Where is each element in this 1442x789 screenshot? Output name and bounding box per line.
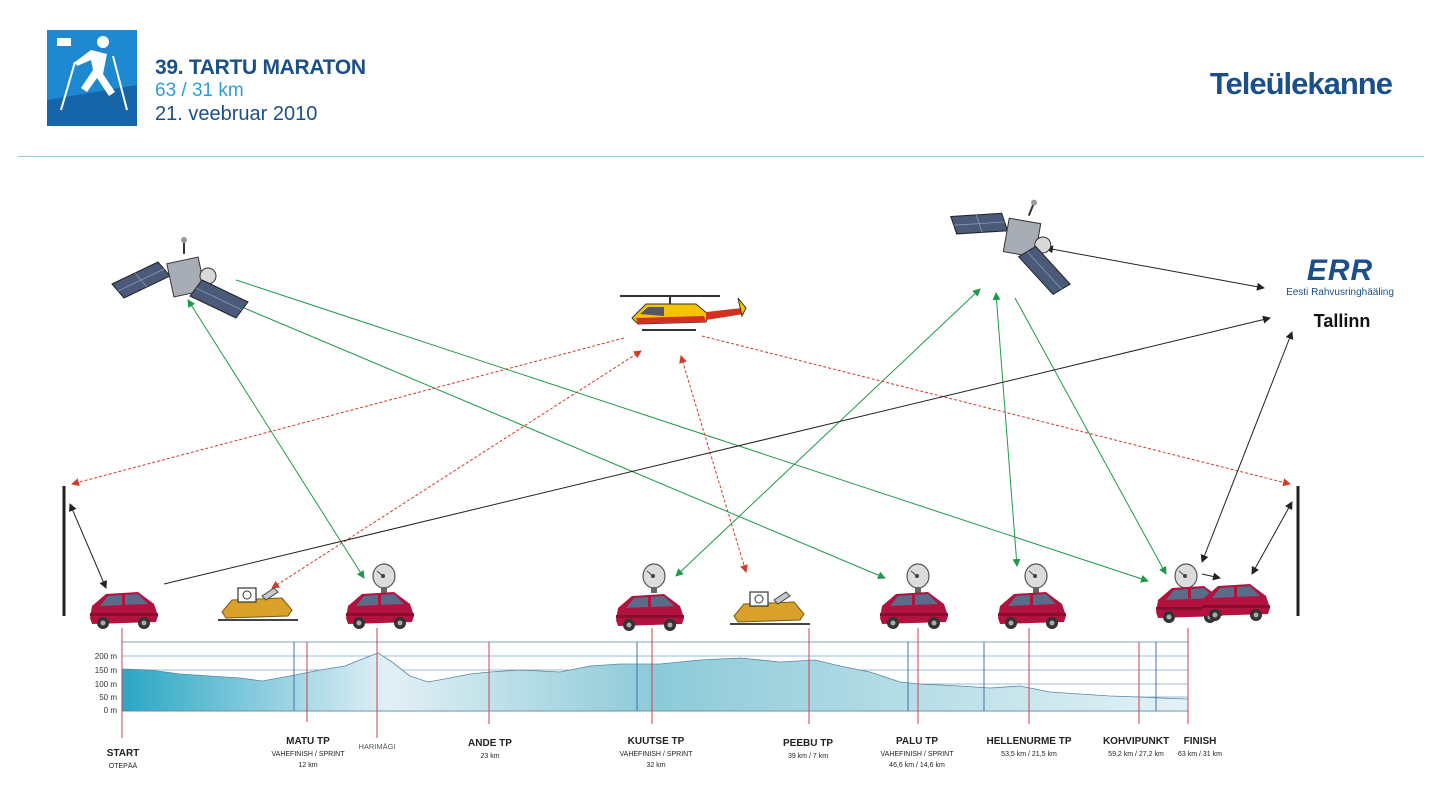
label-kohvipunkt-dist: 59,2 km / 27,2 km: [1108, 751, 1164, 758]
y-tick-100: 100 m: [95, 680, 118, 689]
label-palu-sub: VAHEFINISH / SPRINT: [881, 751, 955, 758]
link-heli-left: [71, 337, 625, 487]
link-heli-sled1: [271, 350, 642, 589]
event-title: 39. TARTU MARATON: [155, 56, 366, 79]
label-start: START: [107, 748, 140, 759]
y-tick-50: 50 m: [99, 693, 117, 702]
checkpoint-labels: START OTEPÄÄ MATU TP VAHEFINISH / SPRINT…: [107, 736, 1222, 770]
link-sat2-kuutse: [675, 288, 981, 577]
satellite-dish-icon: [642, 563, 666, 594]
label-kuutse: KUUTSE TP: [628, 736, 685, 747]
label-finish: FINISH: [1184, 736, 1217, 747]
label-start-sub: OTEPÄÄ: [109, 762, 138, 770]
snowmobile-camera-icon: [729, 591, 811, 625]
label-hellenurme-dist: 53,5 km / 21,5 km: [1001, 751, 1057, 758]
label-ande-dist: 23 km: [480, 753, 499, 760]
link-heli-right: [701, 335, 1291, 487]
link-sat2-finish: [1014, 297, 1167, 575]
err-wordmark: ERR: [1307, 254, 1373, 287]
err-subtitle: Eesti Rahvusringhääling: [1286, 287, 1394, 298]
label-matu-dist: 12 km: [298, 762, 317, 769]
label-harimagi: HARIMÄGI: [358, 742, 395, 751]
y-axis-ticks: 200 m 150 m 100 m 50 m 0 m: [95, 652, 118, 715]
elevation-area: [121, 652, 1189, 712]
link-heli-sled2: [679, 355, 748, 573]
label-peebu-dist: 39 km / 7 km: [788, 753, 828, 760]
label-kohvipunkt: KOHVIPUNKT: [1103, 736, 1169, 747]
car-harimagi-icon: [346, 592, 414, 629]
label-matu-sub: VAHEFINISH / SPRINT: [272, 751, 346, 758]
y-tick-150: 150 m: [95, 666, 118, 675]
label-peebu: PEEBU TP: [783, 738, 833, 749]
signal-links: [69, 245, 1294, 589]
link-err-finish: [1200, 331, 1294, 563]
satellite-dish-icon: [906, 563, 930, 594]
skier-logo-icon: [47, 30, 137, 126]
satellite-dish-icon: [372, 563, 396, 594]
y-tick-0: 0 m: [104, 706, 118, 715]
car-finish-2-icon: [1202, 584, 1270, 621]
link-dish-finishcar: [1201, 572, 1221, 581]
label-hellenurme: HELLENURME TP: [987, 736, 1072, 747]
helicopter-icon: [619, 295, 747, 331]
event-distance: 63 / 31 km: [155, 80, 244, 101]
err-logo: ERR Eesti Rahvusringhääling Tallinn: [1286, 254, 1394, 331]
label-kuutse-dist: 32 km: [646, 762, 665, 769]
checkpoint-lines: [121, 628, 1189, 738]
link-sat1-finish: [235, 279, 1149, 583]
link-start-tallinn: [163, 315, 1271, 585]
car-kuutse-icon: [616, 594, 684, 631]
satellite-right-icon: [937, 171, 1096, 300]
label-palu-dist: 46,6 km / 14,6 km: [889, 762, 945, 769]
car-palu-icon: [880, 592, 948, 629]
link-sat2-hellenurme: [992, 292, 1021, 567]
elevation-profile: 200 m 150 m 100 m 50 m 0 m: [95, 628, 1189, 738]
err-city: Tallinn: [1314, 311, 1371, 331]
link-sat1-car3: [187, 299, 365, 579]
label-finish-dist: 63 km / 31 km: [1178, 751, 1222, 758]
label-ande: ANDE TP: [468, 738, 512, 749]
event-date: 21. veebruar 2010: [155, 103, 318, 125]
y-tick-200: 200 m: [95, 652, 118, 661]
broadcast-heading: Teleülekanne: [1209, 66, 1393, 101]
link-sat1-car-palu: [217, 296, 886, 579]
link-sat2-err: [1045, 245, 1265, 291]
car-start-icon: [90, 592, 158, 629]
car-hellenurme-icon: [998, 592, 1066, 629]
label-matu: MATU TP: [286, 736, 330, 747]
label-palu: PALU TP: [896, 736, 938, 747]
satellite-dish-icon: [1024, 563, 1048, 594]
satellite-left-icon: [111, 236, 249, 319]
label-kuutse-sub: VAHEFINISH / SPRINT: [620, 751, 694, 758]
link-mast-finish: [1251, 501, 1293, 575]
header-divider: [18, 156, 1424, 157]
link-mast-startcar: [69, 503, 107, 589]
snowmobile-camera-icon: [217, 587, 299, 621]
tartu-maraton-logo: [47, 30, 137, 126]
split-lines-blue: [293, 642, 1157, 711]
